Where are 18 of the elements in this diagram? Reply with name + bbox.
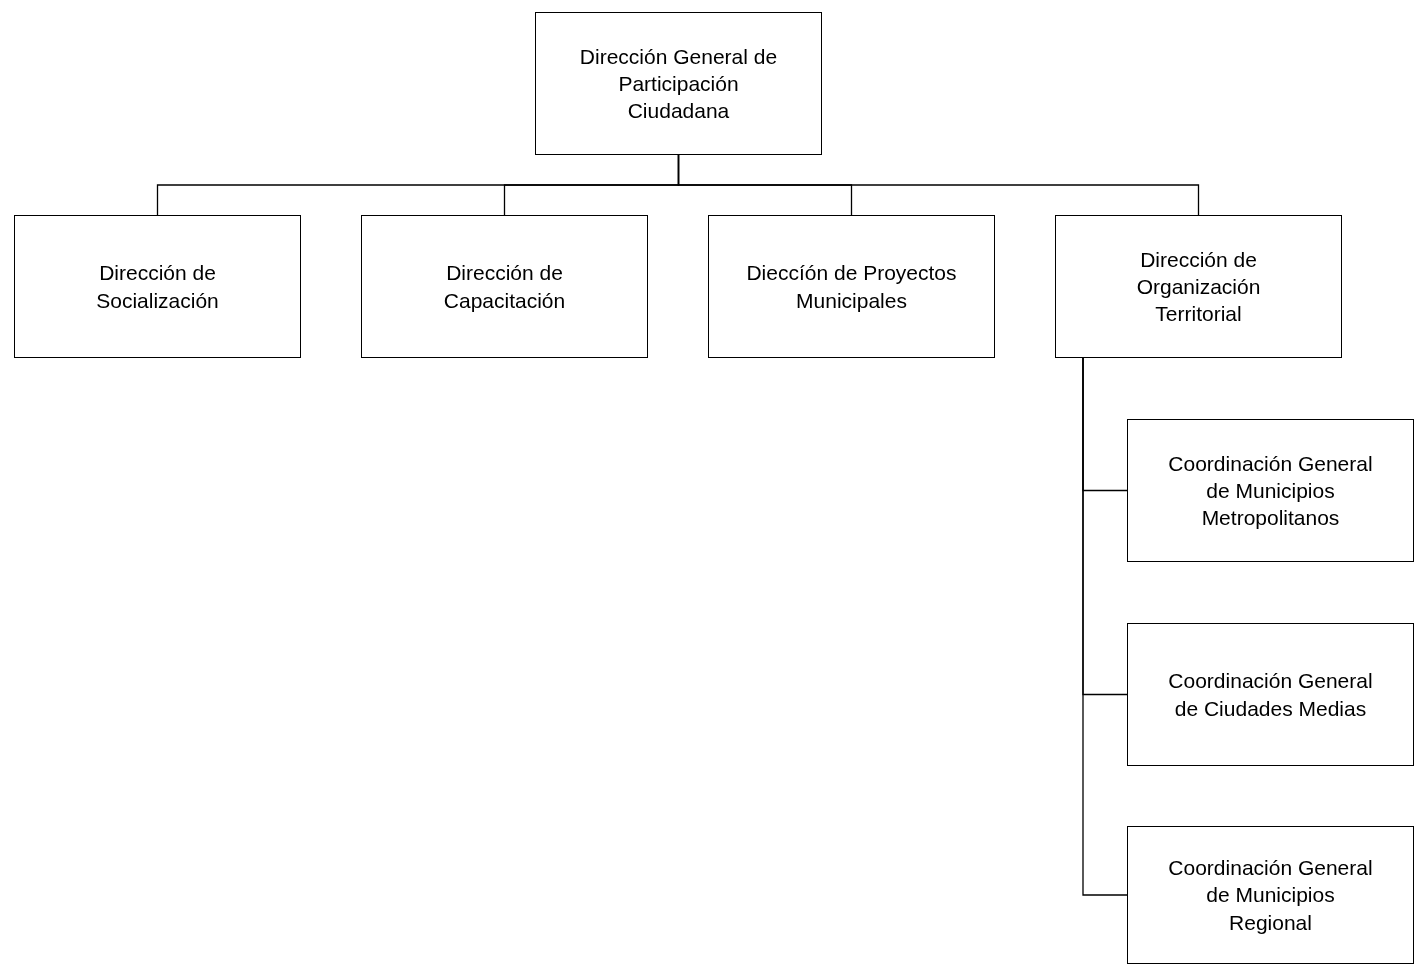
unit-name: Dirección de Socialización bbox=[95, 260, 220, 314]
unit-name: Dieccíón de Proyectos Municipales bbox=[745, 260, 958, 314]
org-box bbox=[1127, 623, 1414, 766]
connector-line bbox=[1082, 357, 1128, 896]
org-box bbox=[535, 12, 822, 155]
unit-name: Coordinación General de Municipios Metropolitanos bbox=[1167, 450, 1374, 532]
unit-name: Dirección de Organización Territorial bbox=[1135, 246, 1262, 328]
org-box bbox=[1127, 826, 1414, 964]
org-box bbox=[14, 215, 301, 358]
connector-line bbox=[677, 154, 1200, 216]
unit-name: Coordinación General de Municipios Regional bbox=[1167, 855, 1374, 936]
unit-name: Dirección General de Participación Ciudadana bbox=[578, 43, 779, 125]
org-box bbox=[1055, 215, 1342, 358]
org-box bbox=[1127, 419, 1414, 562]
unit-name: Coordinación General de Ciudades Medias bbox=[1167, 668, 1374, 722]
org-box bbox=[708, 215, 995, 358]
unit-name: Dirección de Capacitación bbox=[442, 260, 567, 314]
org-box bbox=[361, 215, 648, 358]
